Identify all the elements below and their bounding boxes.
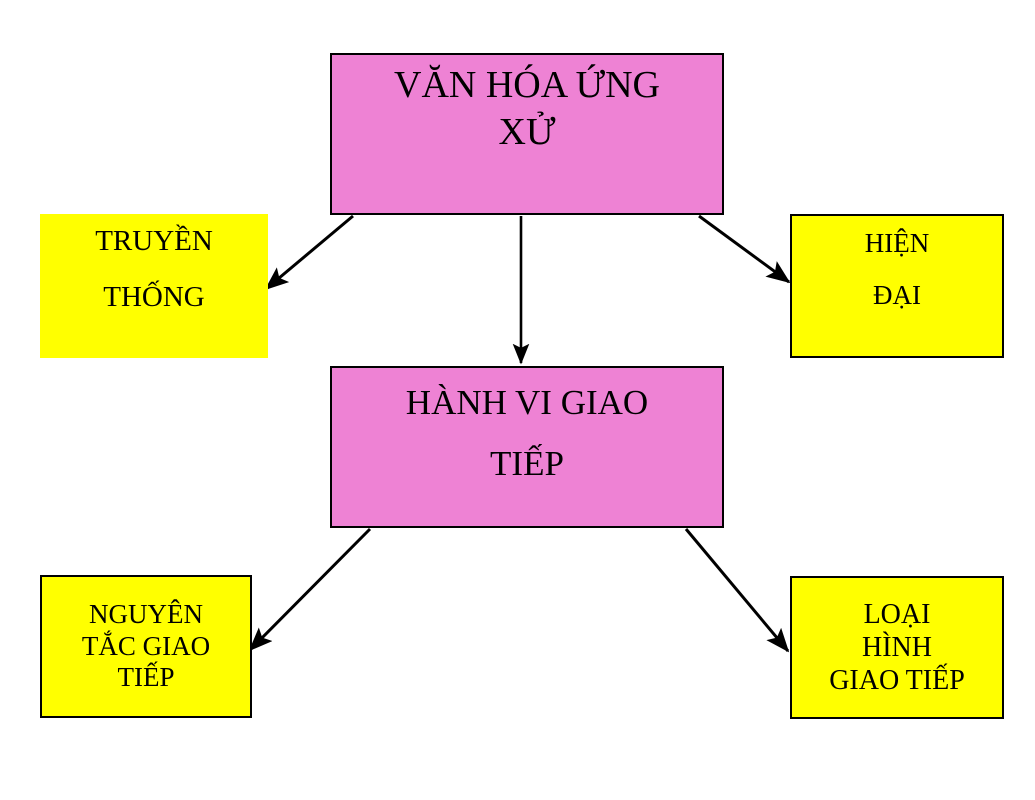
edge-behavior-to-principles (248, 527, 372, 652)
node-behavior-line-1: HÀNH VI GIAO (405, 383, 649, 422)
node-hanh-vi-giao-tiep[interactable]: HÀNH VI GIAO TIẾP (330, 366, 724, 528)
node-principles-line-1: NGUYÊN (89, 598, 203, 629)
node-principles-line-2: TẮC GIAO (81, 630, 211, 661)
node-tradition-line-1: TRUYỀN (95, 225, 213, 257)
node-root-line-1: VĂN HÓA ỨNG (394, 64, 660, 106)
node-van-hoa-ung-xu[interactable]: VĂN HÓA ỨNG XỬ (330, 53, 724, 215)
node-modern-line-2: ĐẠI (873, 279, 921, 310)
node-types-line-1: LOẠI (863, 598, 931, 630)
edge-root-to-modern (698, 214, 791, 284)
edge-root-to-tradition (264, 214, 354, 291)
node-nguyen-tac-giao-tiep[interactable]: NGUYÊN TẮC GIAO TIẾP (40, 575, 252, 718)
node-types-line-3: GIAO TIẾP (829, 665, 965, 697)
node-hien-dai[interactable]: HIỆN ĐẠI (790, 214, 1004, 358)
edge-behavior-to-types (684, 528, 790, 653)
node-modern-line-1: HIỆN (864, 228, 930, 258)
node-root-line-2: XỬ (498, 110, 556, 153)
node-tradition-line-2: THỐNG (103, 281, 205, 314)
node-truyen-thong[interactable]: TRUYỀN THỐNG (40, 214, 268, 358)
node-principles-line-3: TIẾP (117, 662, 175, 693)
node-behavior-line-2: TIẾP (490, 444, 564, 484)
node-types-line-2: HÌNH (862, 631, 932, 663)
node-loai-hinh-giao-tiep[interactable]: LOẠI HÌNH GIAO TIẾP (790, 576, 1004, 719)
